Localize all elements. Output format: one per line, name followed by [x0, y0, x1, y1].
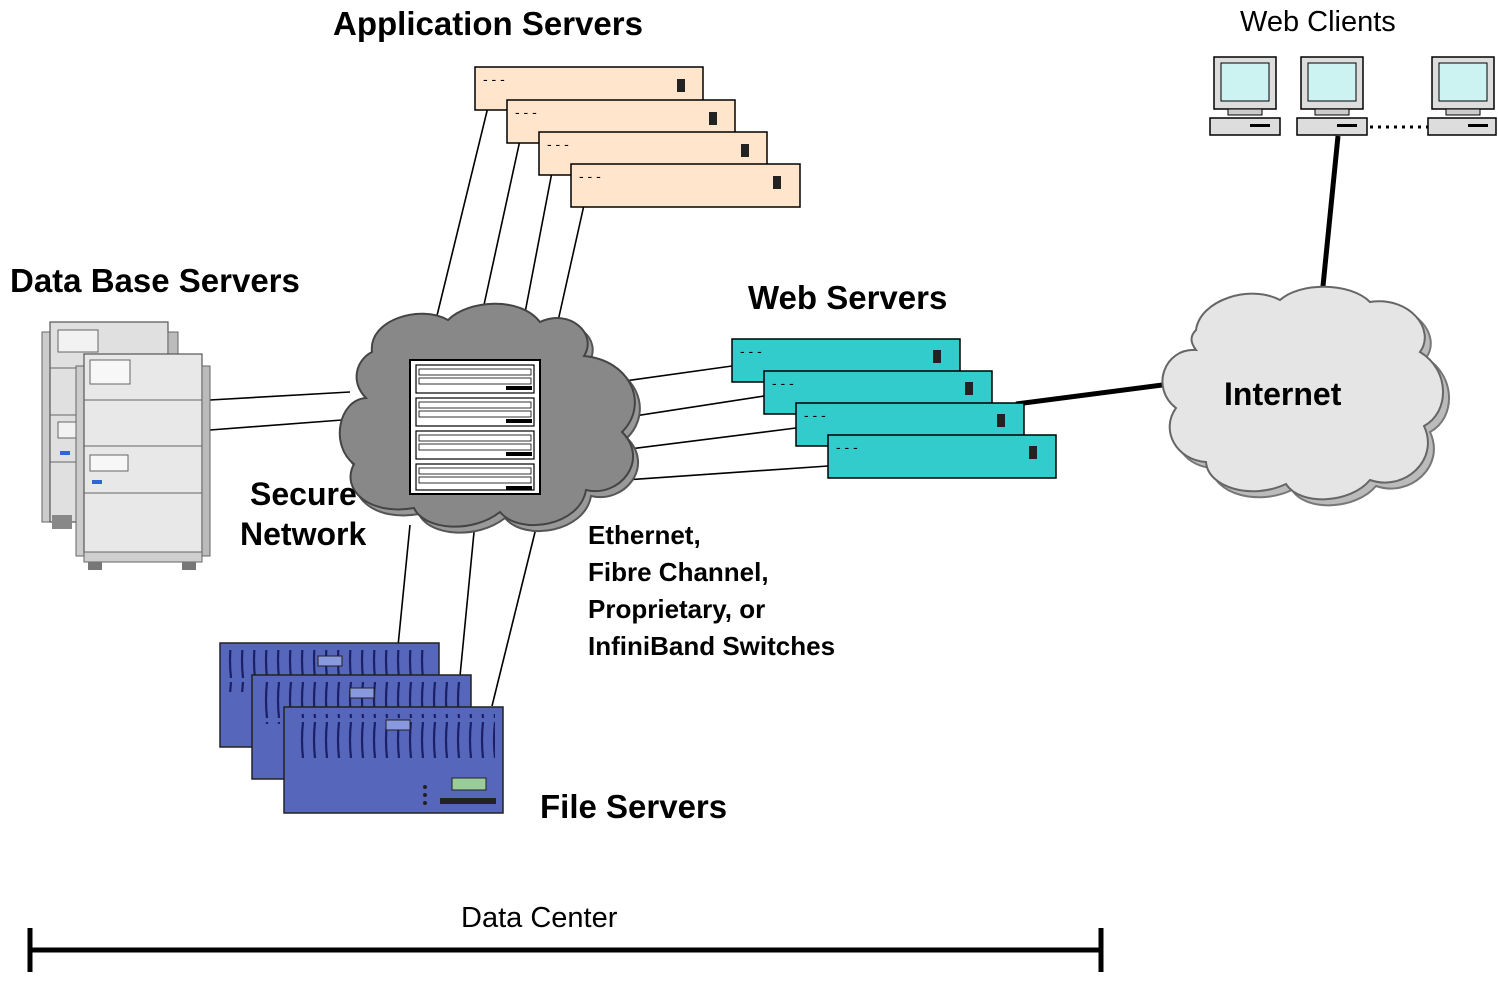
link-web3	[621, 427, 797, 451]
link-db1	[209, 391, 351, 401]
switch-note-line2: Fibre Channel,	[588, 557, 769, 587]
link-file2	[459, 521, 476, 677]
internet-label: Internet	[1224, 376, 1342, 412]
link-file3	[491, 519, 539, 707]
thick-links	[1015, 135, 1341, 407]
svg-text:- - -: - - -	[804, 407, 826, 423]
application-servers-label: Application Servers	[333, 5, 643, 42]
file-servers-label: File Servers	[540, 788, 728, 825]
client-pc-3	[1427, 56, 1497, 136]
client-pc-1	[1209, 56, 1281, 136]
app-server-4: - - -	[570, 163, 801, 208]
db-server-front	[60, 353, 211, 570]
database-servers	[41, 321, 211, 570]
file-servers	[219, 642, 504, 814]
application-servers: - - - - - - - - - - - -	[474, 66, 801, 208]
svg-text:- - -: - - -	[483, 71, 505, 87]
link-web-internet	[1015, 381, 1171, 407]
file-server-3	[283, 706, 504, 814]
link-app2	[481, 139, 521, 315]
link-web4	[595, 465, 829, 483]
connections	[209, 106, 829, 707]
svg-text:- - -: - - -	[547, 136, 569, 152]
secure-network-label-line2: Network	[240, 516, 367, 552]
switch-rack	[409, 359, 541, 495]
link-internet-clients	[1319, 135, 1341, 297]
svg-text:- - -: - - -	[515, 104, 537, 120]
link-app4	[555, 204, 585, 331]
client-pc-2	[1296, 56, 1368, 136]
svg-text:- - -: - - -	[579, 168, 601, 184]
link-db2	[209, 419, 343, 431]
link-web2	[621, 395, 765, 419]
data-center-label: Data Center	[461, 902, 618, 934]
web-server-4: - - -	[827, 434, 1057, 479]
database-servers-label: Data Base Servers	[10, 262, 300, 299]
link-app1	[431, 106, 489, 337]
switch-note-line1: Ethernet,	[588, 520, 701, 550]
web-clients	[1209, 56, 1497, 136]
web-clients-label: Web Clients	[1240, 6, 1396, 38]
switch-note: Ethernet, Fibre Channel, Proprietary, or…	[588, 517, 835, 665]
web-servers: - - - - - - - - - - - -	[731, 338, 1057, 479]
svg-text:- - -: - - -	[740, 343, 762, 359]
svg-text:- - -: - - -	[836, 439, 858, 455]
switch-note-line3: Proprietary, or	[588, 594, 766, 624]
link-file1	[397, 524, 411, 647]
svg-text:- - -: - - -	[772, 375, 794, 391]
link-app3	[523, 171, 553, 319]
internet-cloud	[1161, 285, 1450, 507]
web-servers-label: Web Servers	[748, 279, 948, 316]
data-center-bracket	[27, 928, 1104, 972]
switch-note-line4: InfiniBand Switches	[588, 631, 836, 661]
secure-network-label-line1: Secure	[250, 476, 357, 512]
